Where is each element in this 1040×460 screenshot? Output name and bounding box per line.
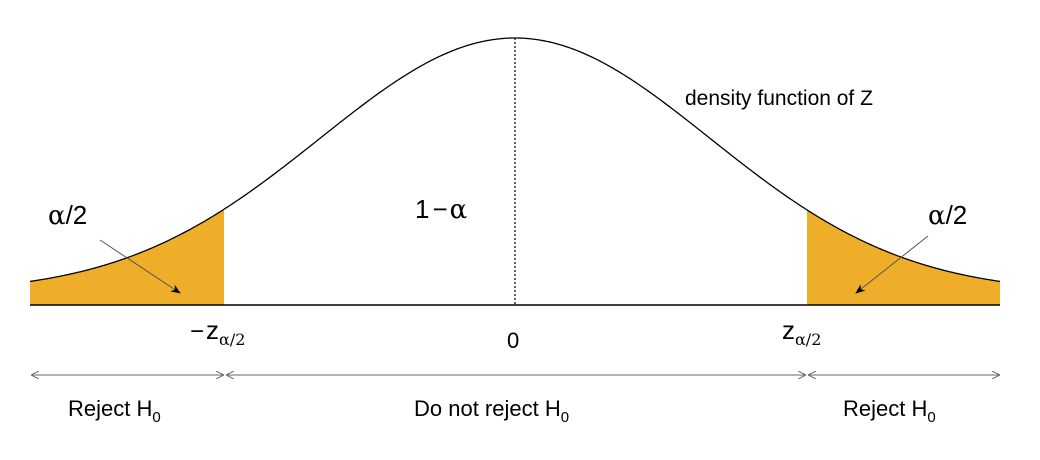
left-alpha-symbol: α xyxy=(48,201,66,231)
right-region-label: Reject H0 xyxy=(843,396,936,426)
one-text: 1 xyxy=(415,194,429,224)
right-region-subscript: 0 xyxy=(927,409,935,426)
right-rejection-area xyxy=(807,209,1000,305)
minus-text: − xyxy=(432,194,447,224)
middle-region-text: Do not reject H xyxy=(414,396,561,421)
right-pointer-arrow xyxy=(855,235,929,294)
zero-label: 0 xyxy=(507,328,519,353)
pos-z-subscript: α/2 xyxy=(795,330,821,349)
left-pointer-arrow xyxy=(99,239,181,294)
right-region-text: Reject H xyxy=(843,396,927,421)
neg-z-letter: z xyxy=(206,315,219,345)
middle-region-subscript: 0 xyxy=(561,409,569,426)
neg-sign: − xyxy=(190,318,204,345)
pos-z-letter: z xyxy=(782,315,795,345)
center-alpha-symbol: α xyxy=(450,195,468,225)
right-alpha-symbol: α xyxy=(928,201,946,231)
left-fraction: /2 xyxy=(66,200,88,230)
left-region-label: Reject H0 xyxy=(68,396,161,426)
middle-region-label: Do not reject H0 xyxy=(414,396,569,426)
right-fraction: /2 xyxy=(946,200,968,230)
left-rejection-area xyxy=(30,209,224,305)
left-region-text: Reject H xyxy=(68,396,152,421)
neg-critical-value-label: −zα/2 xyxy=(190,315,245,349)
acceptance-probability-label: 1−α xyxy=(415,194,467,225)
left-alpha-half-label: α/2 xyxy=(48,200,87,231)
right-alpha-half-label: α/2 xyxy=(928,200,967,231)
curve-label: density function of Z xyxy=(685,87,873,110)
neg-z-subscript: α/2 xyxy=(219,330,245,349)
left-region-subscript: 0 xyxy=(152,409,160,426)
pos-critical-value-label: zα/2 xyxy=(782,315,821,349)
